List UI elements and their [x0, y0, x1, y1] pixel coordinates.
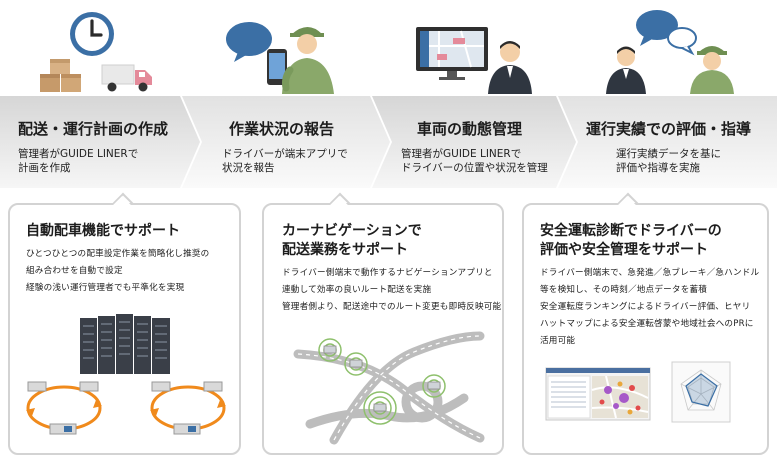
card-2-text-line: ドライバー側端末で動作するナビゲーションアプリと — [282, 268, 493, 278]
step-3-desc-line: ドライバーの位置や状況を管理 — [401, 162, 548, 174]
step-3-desc: 管理者がGUIDE LINERで ドライバーの位置や状況を管理 — [401, 147, 548, 175]
chevron-step-2 — [182, 96, 390, 188]
step-4-desc-line: 評価や指導を実施 — [616, 162, 700, 174]
card-1-text-line: ひとつひとつの配車設定作業を簡略化し推奨の — [26, 249, 210, 259]
chevron-step-4 — [558, 96, 777, 188]
step-3-desc-line: 管理者がGUIDE LINERで — [401, 148, 522, 160]
step-1-desc-line: 管理者がGUIDE LINERで — [18, 148, 139, 160]
card-3-title-line: 安全運転診断でドライバーの — [540, 223, 722, 239]
truck-icon — [101, 64, 152, 92]
server-rack-icon — [80, 314, 170, 374]
cycle-arrows-icon — [150, 381, 226, 435]
manager-icon — [606, 46, 646, 94]
speech-bubble-icon — [667, 27, 697, 56]
step-3-title: 車両の動態管理 — [417, 120, 523, 138]
card-3-text: ドライバー側端末で、急発進／急ブレーキ／急ハンドル 等を検知し、その時刻／地点デ… — [540, 265, 759, 350]
cycle-arrows-icon — [26, 381, 102, 435]
speech-bubble-icon — [636, 10, 678, 46]
process-band — [0, 96, 777, 188]
step-1-desc-line: 計画を作成 — [18, 162, 71, 174]
step-2-desc: ドライバーが端末アプリで 状況を報告 — [222, 147, 348, 175]
card-1-title: 自動配車機能でサポート — [26, 223, 180, 239]
step-1-title: 配送・運行計画の作成 — [18, 120, 169, 138]
worker-icon — [282, 27, 334, 94]
card-2-text-line: 連動して効率の良いルート配送を実施 — [282, 285, 432, 295]
road-network-icon — [293, 331, 485, 445]
card-2-text-line: 管理者側より、配送途中でのルート変更も即時反映可能 — [282, 302, 502, 312]
monitor-icon — [416, 27, 488, 80]
card-1-text-line: 経験の浅い運行管理者でも平準化を実現 — [26, 283, 185, 293]
card-3-text-line: ドライバー側端末で、急発進／急ブレーキ／急ハンドル — [540, 268, 760, 278]
chevron-step-3 — [372, 96, 576, 188]
manager-icon — [488, 41, 532, 94]
radar-chart-icon — [671, 361, 731, 423]
card-3-title-line: 評価や安全管理をサポート — [540, 242, 708, 258]
card-2-text: ドライバー側端末で動作するナビゲーションアプリと 連動して効率の良いルート配送を… — [282, 265, 501, 316]
step-2-title: 作業状況の報告 — [229, 120, 335, 138]
chevron-step-1 — [0, 96, 200, 188]
step-2-desc-line: ドライバーが端末アプリで — [222, 148, 348, 160]
speech-bubble-icon — [226, 22, 272, 62]
step-4-desc: 運行実績データを基に 評価や指導を実施 — [616, 147, 721, 175]
card-3-text-line: ハットマップによる安全運転啓蒙や地域社会へのPRに — [540, 319, 754, 329]
card-3-text-line: 等を検知し、その時刻／地点データを蓄積 — [540, 285, 708, 295]
step-4-desc-line: 運行実績データを基に — [616, 148, 721, 160]
card-2-title: カーナビゲーションで 配送業務をサポート — [282, 222, 422, 260]
card-2-title-line: 配送業務をサポート — [282, 242, 408, 258]
boxes-icon — [40, 59, 81, 92]
worker-icon — [690, 46, 734, 94]
card-3-text-line: 安全運転度ランキングによるドライバー評価、ヒヤリ — [540, 302, 751, 312]
card-1-text-line: 組み合わせを自動で設定 — [26, 266, 123, 276]
smartphone-icon — [267, 49, 287, 85]
card-3-text-line: 活用可能 — [540, 336, 576, 346]
step-4-title: 運行実績での評価・指導 — [586, 120, 752, 138]
card-3-title: 安全運転診断でドライバーの 評価や安全管理をサポート — [540, 222, 722, 260]
card-2-title-line: カーナビゲーションで — [282, 223, 422, 239]
step-1-desc: 管理者がGUIDE LINERで 計画を作成 — [18, 147, 138, 175]
card-1-text: ひとつひとつの配車設定作業を簡略化し推奨の 組み合わせを自動で設定 経験の浅い運… — [26, 246, 209, 297]
step-2-desc-line: 状況を報告 — [222, 162, 275, 174]
clock-icon — [70, 12, 114, 56]
map-screenshot-icon — [545, 367, 651, 421]
